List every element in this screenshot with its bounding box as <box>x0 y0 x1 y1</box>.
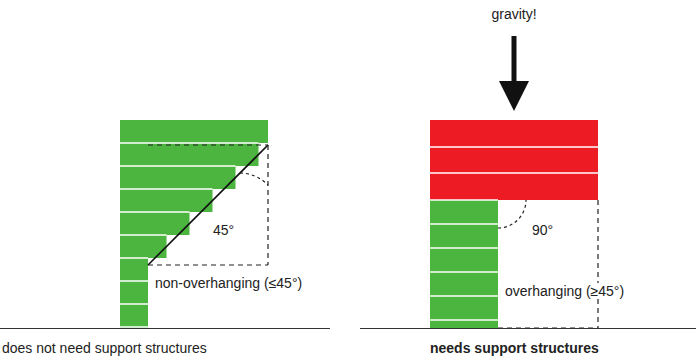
layer <box>120 189 213 212</box>
layer-line <box>120 280 148 282</box>
layer <box>120 143 259 166</box>
angle-arc <box>240 173 268 185</box>
condition-label: non-overhanging (≤45°) <box>153 275 304 291</box>
angle-line <box>148 145 268 265</box>
layer-line <box>430 146 598 148</box>
non-overhanging-part <box>120 120 268 328</box>
caption-label: needs support structures <box>430 340 599 356</box>
force-label: gravity! <box>491 6 536 22</box>
angle-label: 45° <box>213 222 234 238</box>
layer-line <box>430 223 498 225</box>
layer <box>120 281 148 304</box>
layer <box>430 200 498 328</box>
angle-label: 90° <box>532 222 553 238</box>
layer <box>430 120 598 200</box>
layer-line <box>120 303 148 305</box>
layer-line <box>430 172 598 174</box>
ground-line <box>0 328 330 329</box>
layer-line <box>120 165 236 167</box>
layer <box>120 212 190 235</box>
layer-line <box>120 326 148 328</box>
layer-line <box>120 188 213 190</box>
layer <box>120 304 148 327</box>
condition-label: overhanging (≥45°) <box>503 283 626 299</box>
dashed-guide <box>498 200 598 328</box>
gravity-arrow <box>512 36 517 96</box>
dashed-guide <box>148 145 268 265</box>
layer-line <box>120 234 167 236</box>
layer <box>120 120 268 143</box>
layer-line <box>430 247 498 249</box>
layer-line <box>120 211 190 213</box>
layer <box>120 258 148 281</box>
layer-line <box>430 295 498 297</box>
layer-line <box>120 257 148 259</box>
layer-line <box>430 319 498 321</box>
angle-arc <box>498 200 526 228</box>
layer <box>120 327 148 328</box>
layer-line <box>430 199 498 201</box>
caption-label: does not need support structures <box>2 340 207 356</box>
layer <box>120 166 236 189</box>
ground-line <box>360 328 696 329</box>
layer-line <box>120 142 259 144</box>
layer-line <box>430 271 498 273</box>
